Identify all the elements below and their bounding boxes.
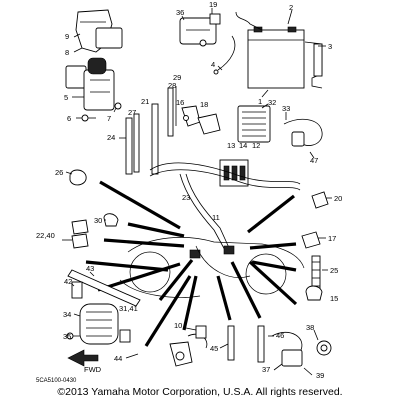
- rectifier-part: [237, 105, 271, 143]
- left-bracket-part: [67, 269, 141, 307]
- callout-27: 27: [128, 108, 136, 117]
- callout-37: 37: [262, 365, 270, 374]
- callout-1: 1: [258, 97, 262, 106]
- callout-22-40: 22,40: [36, 231, 55, 240]
- callout-6: 6: [67, 114, 71, 123]
- callout-35: 35: [63, 332, 71, 341]
- callout-36: 36: [176, 8, 184, 17]
- figure-code: 5CA5100-0430: [36, 378, 77, 384]
- left-clip-part: [69, 169, 119, 249]
- callout-26: 26: [55, 168, 63, 177]
- fwd-arrow: FWD: [67, 349, 102, 374]
- bottom-rod-part: [227, 325, 265, 363]
- callout-2: 2: [289, 3, 293, 12]
- callout-23: 23: [182, 193, 190, 202]
- callout-44: 44: [114, 354, 122, 363]
- sensor-lead-part: [283, 118, 323, 147]
- relay-part: [179, 13, 221, 47]
- callout-34: 34: [63, 310, 71, 319]
- rear-light-part: [79, 303, 119, 345]
- callout-33: 33: [282, 104, 290, 113]
- callout-7: 7: [107, 114, 111, 123]
- callout-39: 39: [316, 371, 324, 380]
- callout-43: 43: [86, 264, 94, 273]
- fwd-label: FWD: [84, 365, 102, 374]
- right-clip-parts: [301, 191, 329, 301]
- callout-21: 21: [141, 97, 149, 106]
- callout-9: 9: [65, 32, 69, 41]
- wire-harness-part: [149, 162, 301, 259]
- callout-8: 8: [65, 48, 69, 57]
- callout-5: 5: [64, 93, 68, 102]
- bottom-sensor-part: [169, 325, 208, 367]
- callout-47: 47: [310, 156, 318, 165]
- callout-45: 45: [210, 344, 218, 353]
- callout-24: 24: [107, 133, 115, 142]
- battery-cable-part: [213, 11, 263, 75]
- callout-11: 11: [212, 213, 220, 222]
- callout-4: 4: [211, 60, 215, 69]
- callout-32: 32: [268, 98, 276, 107]
- band-parts: [125, 86, 177, 175]
- callout-42: 42: [64, 277, 72, 286]
- ignition-switch-part: [75, 9, 123, 53]
- battery-strap-part: [304, 41, 323, 89]
- clamp-parts: [181, 105, 221, 135]
- callout-13: 13: [227, 141, 235, 150]
- callout-labels: 1 2 3 4 5 6 7 8 9 10 11 12 13 14 15 16 1…: [36, 0, 342, 380]
- callout-29: 29: [173, 73, 181, 82]
- callout-31-41: 31,41: [119, 304, 138, 313]
- callout-10: 10: [174, 321, 182, 330]
- callout-12: 12: [252, 141, 260, 150]
- callout-20: 20: [334, 194, 342, 203]
- callout-38: 38: [306, 323, 314, 332]
- starter-switch-part: [65, 57, 115, 111]
- horn-part: [271, 331, 332, 367]
- callout-19: 19: [209, 0, 217, 9]
- callout-15: 15: [330, 294, 338, 303]
- screw-part: [66, 329, 131, 343]
- leader-lines: [85, 180, 298, 347]
- copyright-notice: ©2013 Yamaha Motor Corporation, U.S.A. A…: [57, 386, 343, 398]
- callout-14: 14: [239, 141, 247, 150]
- callout-18: 18: [200, 100, 208, 109]
- fuse-box-part: [219, 159, 249, 187]
- callout-30: 30: [94, 216, 102, 225]
- callout-46: 46: [276, 331, 284, 340]
- callout-25: 25: [330, 266, 338, 275]
- callout-17: 17: [328, 234, 336, 243]
- callout-28: 28: [168, 81, 176, 90]
- callout-3: 3: [328, 42, 332, 51]
- battery-part: [247, 26, 305, 89]
- callout-16: 16: [176, 98, 184, 107]
